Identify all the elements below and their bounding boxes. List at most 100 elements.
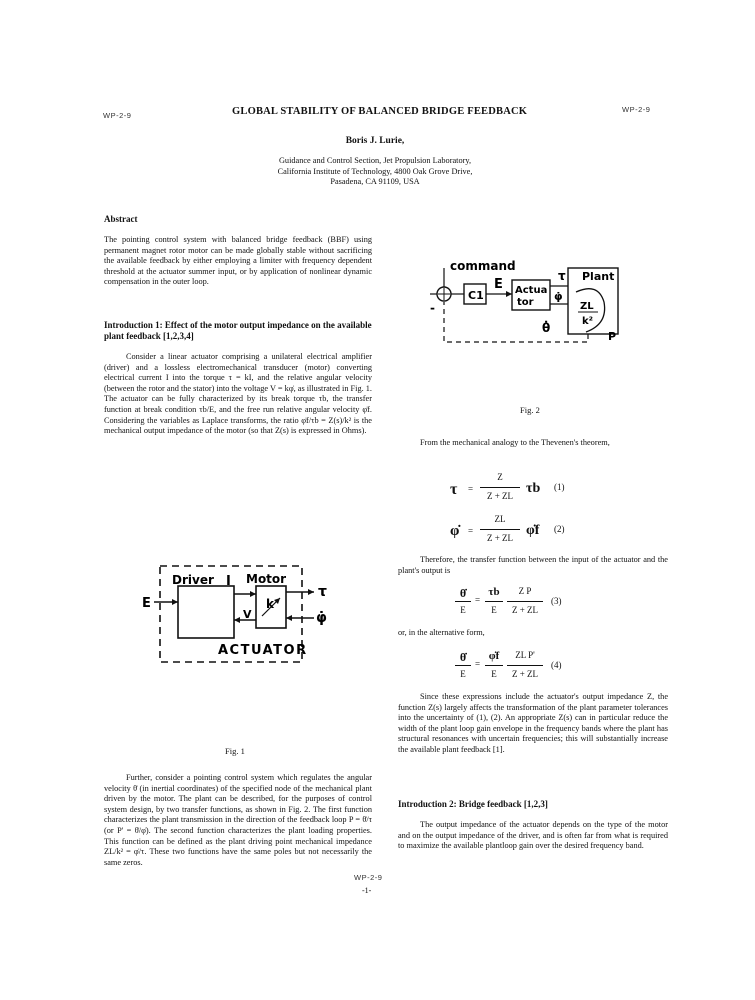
header-code-left: WP-2-9 xyxy=(103,111,132,120)
command-label: command xyxy=(450,259,516,273)
eq3-mid-den: E xyxy=(491,605,497,615)
e-label-fig2: E xyxy=(494,277,503,292)
e-arrowhead xyxy=(506,291,512,297)
affiliation-line-2: California Institute of Technology, 4800… xyxy=(277,166,473,176)
paper-title: GLOBAL STABILITY OF BALANCED BRIDGE FEED… xyxy=(232,106,528,117)
phi-arrowhead xyxy=(286,615,292,621)
actuator-label-1: Actua xyxy=(515,285,547,296)
eq4-mid-num: φ̇f xyxy=(488,650,500,662)
eq4-bar xyxy=(507,665,543,666)
fig2-caption: Fig. 2 xyxy=(520,405,540,415)
k2-label: k² xyxy=(582,316,593,327)
equation-1: τ = Z Z + ZL τb (1) xyxy=(450,472,600,506)
eq4-equals: = xyxy=(475,659,481,669)
eq2-num: ZL xyxy=(494,514,506,524)
fig2-actuator-box xyxy=(511,279,551,311)
abstract-heading: Abstract xyxy=(104,214,138,224)
theta-label-fig2: θ̇ xyxy=(542,320,550,335)
eq4-lhs-num: θ̇ xyxy=(459,650,467,664)
v-label: V xyxy=(243,608,252,621)
eq3-den: Z + ZL xyxy=(511,605,539,615)
page-number: -1- xyxy=(362,886,372,895)
plant-label: Plant xyxy=(582,270,614,283)
affiliation-line-1: Guidance and Control Section, Jet Propul… xyxy=(278,156,472,165)
equation-3: θ̇ E = τb E Z P Z + ZL (3) xyxy=(455,586,605,620)
eq1-num: Z xyxy=(497,472,503,482)
c1-label: C1 xyxy=(468,289,484,302)
feedback-line xyxy=(443,302,589,343)
intro2-heading: Introduction 2: Bridge feedback [1,2,3] xyxy=(398,799,548,809)
eq4-lhs-bar xyxy=(455,665,471,666)
footer-code: WP-2-9 xyxy=(354,873,383,882)
eq1-number: (1) xyxy=(554,482,565,492)
therefore-text: Therefore, the transfer function between… xyxy=(398,555,668,575)
eq4-num: ZL P' xyxy=(515,650,535,660)
eq1-equals: = xyxy=(468,484,474,494)
equation-2: φ̇ = ZL Z + ZL φ̇f (2) xyxy=(450,514,600,548)
actuator-label-2: tor xyxy=(517,297,534,308)
eq3-mid-bar xyxy=(485,601,503,602)
intro1-text: Consider a linear actuator comprising a … xyxy=(104,352,372,436)
eq1-lhs: τ xyxy=(450,481,458,498)
author-affiliation: Guidance and Control Section, Jet Propul… xyxy=(200,156,550,188)
eq3-num: Z P xyxy=(518,586,532,596)
eq3-equals: = xyxy=(475,595,481,605)
motor-k-arrowhead xyxy=(274,598,280,604)
eq4-lhs-den: E xyxy=(460,669,466,679)
eq1-rhs: τb xyxy=(526,481,541,496)
plant-box xyxy=(567,267,619,335)
tau-label: τ xyxy=(318,584,327,600)
further-text: Further, consider a pointing control sys… xyxy=(104,773,372,867)
v-arrowhead xyxy=(234,617,240,623)
intro2-text: The output impedance of the actuator dep… xyxy=(398,820,668,851)
eq4-number: (4) xyxy=(551,660,562,670)
plant-curve xyxy=(575,288,606,333)
affiliation-line-3: Pasadena, CA 91109, USA xyxy=(330,177,420,186)
eq2-den: Z + ZL xyxy=(486,533,514,543)
eq4-den: Z + ZL xyxy=(511,669,539,679)
fig2-diagram: command C1 E Actua tor τ φ̇ Plant ZL k² … xyxy=(430,259,619,343)
i-label: I xyxy=(226,574,231,589)
eq3-lhs-den: E xyxy=(460,605,466,615)
eq2-rhs: φ̇f xyxy=(526,523,540,538)
motor-label: Motor xyxy=(246,572,286,586)
eq3-number: (3) xyxy=(551,596,562,606)
eq1-den: Z + ZL xyxy=(486,491,514,501)
motor-box xyxy=(255,585,287,629)
actuator-label: ACTUATOR xyxy=(218,643,308,658)
eq1-bar xyxy=(480,487,520,488)
driver-box xyxy=(177,585,235,639)
since-text: Since these expressions include the actu… xyxy=(398,692,668,754)
p-label: P xyxy=(608,330,616,343)
tau-label-fig2: τ xyxy=(558,269,566,283)
intro1-heading: Introduction 1: Effect of the motor outp… xyxy=(104,320,372,341)
e-input-arrowhead xyxy=(172,599,178,605)
fig1-diagram: Driver Motor I E V k τ φ̇ ACTUATOR xyxy=(142,565,327,663)
eq2-lhs: φ̇ xyxy=(450,523,460,539)
author-name: Boris J. Lurie, xyxy=(345,136,405,146)
tau-arrowhead xyxy=(308,589,314,595)
eq4-mid-bar xyxy=(485,665,503,666)
minus-sign: - xyxy=(430,301,435,315)
eq3-lhs-bar xyxy=(455,601,471,602)
driver-label: Driver xyxy=(172,573,214,587)
i-arrowhead xyxy=(250,591,256,597)
alt-form-text: or, in the alternative form, xyxy=(398,628,485,637)
eq3-mid-num: τb xyxy=(488,586,500,598)
eq2-equals: = xyxy=(468,526,474,536)
eq2-bar xyxy=(480,529,520,530)
eq3-bar xyxy=(507,601,543,602)
e-label: E xyxy=(142,596,151,611)
k-label: k xyxy=(266,597,275,611)
phi-label: φ̇ xyxy=(316,610,327,626)
equation-4: θ̇ E = φ̇f E ZL P' Z + ZL (4) xyxy=(455,650,605,684)
header-code-right: WP-2-9 xyxy=(622,105,651,114)
abstract-text: The pointing control system with balance… xyxy=(104,235,372,287)
analogy-text: From the mechanical analogy to the Theve… xyxy=(420,438,610,447)
zl-label: ZL xyxy=(580,301,594,312)
eq3-lhs-num: θ̇ xyxy=(459,586,467,600)
fig1-caption: Fig. 1 xyxy=(225,746,245,756)
eq2-number: (2) xyxy=(554,524,565,534)
eq4-mid-den: E xyxy=(491,669,497,679)
phi-label-fig2: φ̇ xyxy=(554,290,563,303)
